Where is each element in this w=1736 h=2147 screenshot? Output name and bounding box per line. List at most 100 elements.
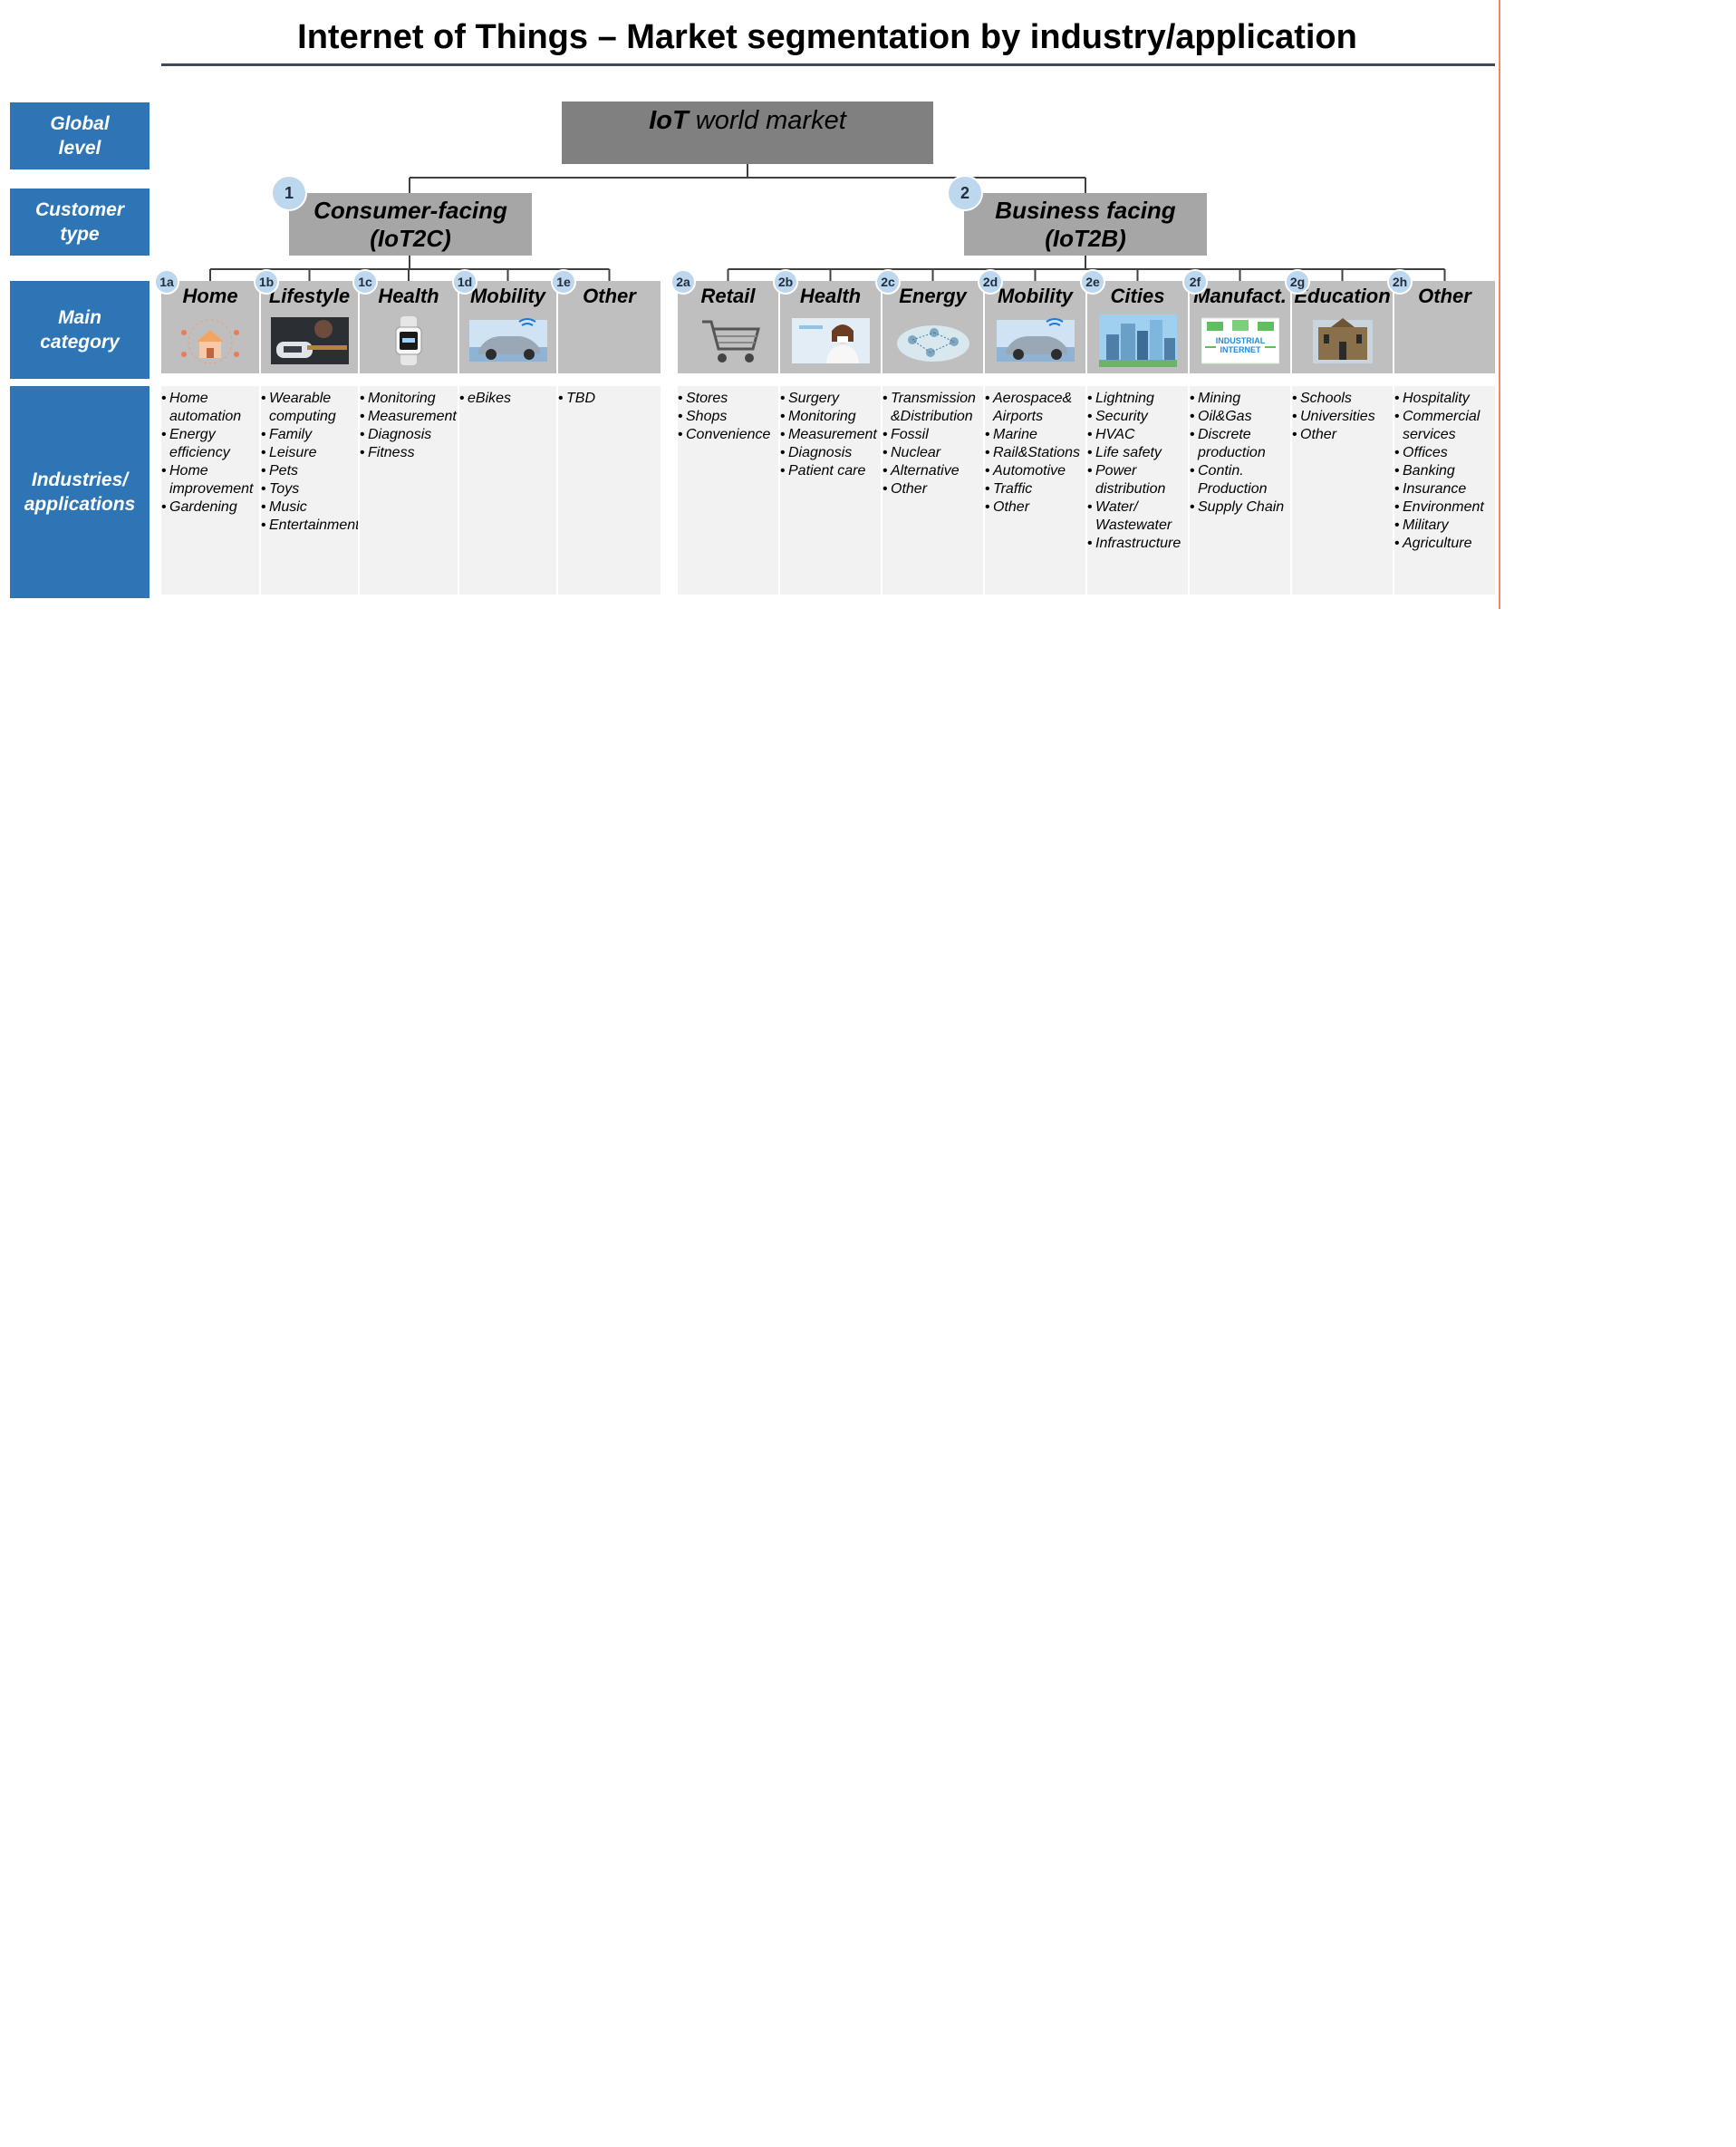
connected-car-icon xyxy=(996,314,1075,367)
category-badge-2f: 2f xyxy=(1182,269,1208,295)
application-item: Stores xyxy=(678,390,778,408)
application-item: Energy efficiency xyxy=(161,426,259,462)
application-item: Monitoring xyxy=(780,408,881,426)
category-label: Health xyxy=(378,285,439,307)
category-badge-2e: 2e xyxy=(1080,269,1105,295)
city-skyline-icon xyxy=(1098,314,1177,367)
application-item: Power distribution xyxy=(1087,462,1188,498)
application-item: Commercial services xyxy=(1394,408,1495,444)
application-item: Fitness xyxy=(360,444,458,462)
doctor-icon xyxy=(791,314,870,367)
application-item: Security xyxy=(1087,408,1188,426)
application-item: Measurement xyxy=(360,408,458,426)
application-item: Oil&Gas xyxy=(1190,408,1290,426)
application-item: Toys xyxy=(261,480,358,498)
category-badge-1e: 1e xyxy=(551,269,576,295)
application-item: Banking xyxy=(1394,462,1495,480)
category-label: Cities xyxy=(1110,285,1165,307)
root-node-label: IoT world market xyxy=(562,102,933,136)
category-label: Other xyxy=(1418,285,1471,307)
school-building-icon xyxy=(1304,314,1382,367)
application-item: Patient care xyxy=(780,462,881,480)
category-label: Other xyxy=(583,285,636,307)
application-item: Discrete production xyxy=(1190,426,1290,462)
root-label-bold: IoT xyxy=(649,106,689,135)
application-item: Diagnosis xyxy=(780,444,881,462)
right-margin-rule xyxy=(1499,0,1500,609)
application-item: Home automation xyxy=(161,390,259,426)
application-item: Other xyxy=(1292,426,1393,444)
applications-1c: MonitoringMeasurementDiagnosisFitness xyxy=(360,386,458,595)
category-label: Home xyxy=(182,285,238,307)
category-label: Retail xyxy=(700,285,756,307)
root-node: IoT world market xyxy=(562,102,933,164)
application-item: Shops xyxy=(678,408,778,426)
category-2d: Mobility xyxy=(985,281,1085,373)
category-2c: Energy xyxy=(882,281,983,373)
category-1e: Other xyxy=(558,281,661,373)
application-item: Leisure xyxy=(261,444,358,462)
application-item: Transmission &Distribution xyxy=(882,390,983,426)
category-badge-1b: 1b xyxy=(254,269,279,295)
row-label-industries: Industries/ applications xyxy=(10,386,149,598)
application-item: Military xyxy=(1394,517,1495,535)
root-label-rest: world market xyxy=(688,106,846,135)
application-item: Home improvement xyxy=(161,462,259,498)
category-badge-2b: 2b xyxy=(773,269,798,295)
application-item: Measurement xyxy=(780,426,881,444)
category-badge-2d: 2d xyxy=(978,269,1003,295)
category-1b: Lifestyle xyxy=(261,281,358,373)
category-badge-1d: 1d xyxy=(452,269,477,295)
industrial-internet-icon: INDUSTRIAL INTERNET xyxy=(1201,314,1279,367)
applications-2a: StoresShopsConvenience xyxy=(678,386,778,595)
category-2a: Retail xyxy=(678,281,778,373)
category-label: Lifestyle xyxy=(268,285,351,307)
connected-car-icon xyxy=(468,314,547,367)
application-item: Gardening xyxy=(161,498,259,517)
category-1a: Home xyxy=(161,281,259,373)
application-item: Universities xyxy=(1292,408,1393,426)
category-label: Manufact. xyxy=(1193,285,1287,307)
applications-2d: Aerospace& AirportsMarineRail&StationsAu… xyxy=(985,386,1085,595)
application-item: eBikes xyxy=(459,390,556,408)
application-item: Surgery xyxy=(780,390,881,408)
category-badge-1a: 1a xyxy=(154,269,179,295)
application-item: Diagnosis xyxy=(360,426,458,444)
application-item: Supply Chain xyxy=(1190,498,1290,517)
smart-home-icon xyxy=(171,314,249,367)
application-item: Contin. Production xyxy=(1190,462,1290,498)
application-item: Other xyxy=(985,498,1085,517)
application-item: Life safety xyxy=(1087,444,1188,462)
smart-grid-icon xyxy=(894,314,972,367)
category-2e: Cities xyxy=(1087,281,1188,373)
smartwatch-icon xyxy=(370,314,448,367)
application-item: HVAC xyxy=(1087,426,1188,444)
application-item: Agriculture xyxy=(1394,535,1495,553)
category-badge-2g: 2g xyxy=(1285,269,1310,295)
application-item: Offices xyxy=(1394,444,1495,462)
industrial-internet-text-2: INTERNET xyxy=(1220,345,1261,354)
category-2h: Other xyxy=(1394,281,1495,373)
category-label: Mobility xyxy=(469,285,546,307)
page-title: Internet of Things – Market segmentation… xyxy=(297,18,1357,56)
application-item: Mining xyxy=(1190,390,1290,408)
applications-2e: LightningSecurityHVACLife safetyPower di… xyxy=(1087,386,1188,595)
applications-2c: Transmission &DistributionFossilNuclearA… xyxy=(882,386,983,595)
category-badge-2c: 2c xyxy=(875,269,901,295)
application-item: Music xyxy=(261,498,358,517)
application-item: Fossil xyxy=(882,426,983,444)
segment-business-facing: Business facing (IoT2B) xyxy=(964,193,1207,256)
category-label: Health xyxy=(799,285,862,307)
category-badge-2h: 2h xyxy=(1387,269,1413,295)
application-item: Convenience xyxy=(678,426,778,444)
applications-1a: Home automationEnergy efficiencyHome imp… xyxy=(161,386,259,595)
application-item: Hospitality xyxy=(1394,390,1495,408)
applications-1d: eBikes xyxy=(459,386,556,595)
row-label-main-category: Main category xyxy=(10,281,149,379)
applications-2h: HospitalityCommercial servicesOfficesBan… xyxy=(1394,386,1495,595)
category-label: Mobility xyxy=(997,285,1074,307)
application-item: Insurance xyxy=(1394,480,1495,498)
category-badge-1c: 1c xyxy=(352,269,378,295)
category-2g: Education xyxy=(1292,281,1393,373)
row-label-global: Global level xyxy=(10,102,149,169)
